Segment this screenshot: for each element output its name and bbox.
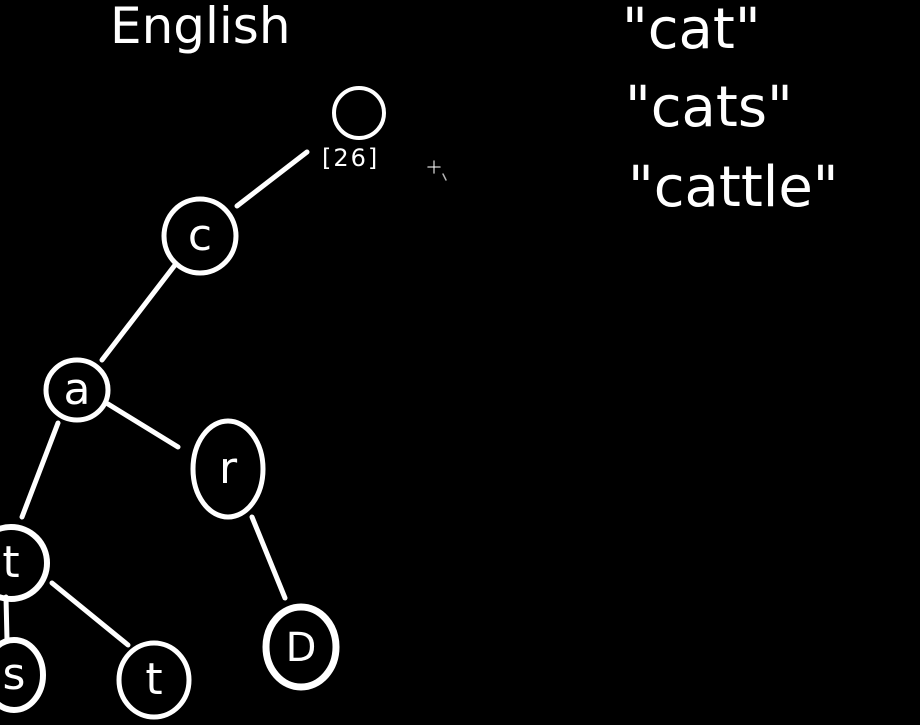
trie-edge-r-D [249, 514, 288, 601]
trie-node-circle [43, 357, 111, 423]
trie-node-s: s [0, 637, 46, 713]
word-cat: "cat" [622, 0, 761, 62]
trie-node-label: t [2, 537, 19, 588]
heading-english: English [110, 0, 291, 55]
trie-node-circle [0, 524, 50, 602]
root-annotation: [26] [322, 144, 379, 172]
trie-node-label: D [286, 625, 317, 671]
trie-node-label: c [188, 210, 212, 261]
trie-node-label: t [145, 654, 162, 705]
word-cattle: "cattle" [628, 155, 839, 220]
trie-node-circle [332, 86, 386, 140]
trie-node-label: s [3, 649, 26, 700]
trie-node-label: a [64, 364, 91, 415]
trie-node-circle [262, 603, 340, 691]
trie-node-D: D [262, 603, 340, 691]
trie-edge-root-c [234, 149, 310, 209]
trie-node-t1: t [0, 524, 50, 602]
trie-edge-a-t1 [19, 420, 61, 520]
trie-node-a: a [43, 357, 111, 423]
trie-edge-t1-s [3, 594, 10, 643]
trie-edge-t1-t2 [49, 580, 131, 648]
trie-node-circle [0, 637, 46, 713]
trie-node-t2: t [116, 640, 192, 720]
trie-node-circle [190, 418, 266, 520]
trie-edges [3, 149, 310, 648]
word-cats: "cats" [625, 75, 793, 140]
trie-node-root [332, 86, 386, 140]
plus-cursor-icon [427, 160, 447, 181]
trie-node-circle [116, 640, 192, 720]
trie-node-label: r [219, 443, 238, 494]
trie-node-circle [161, 196, 239, 276]
trie-node-c: c [161, 196, 239, 276]
trie-edge-c-a [99, 262, 178, 363]
trie-edge-a-r [105, 401, 181, 450]
trie-node-r: r [190, 418, 266, 520]
